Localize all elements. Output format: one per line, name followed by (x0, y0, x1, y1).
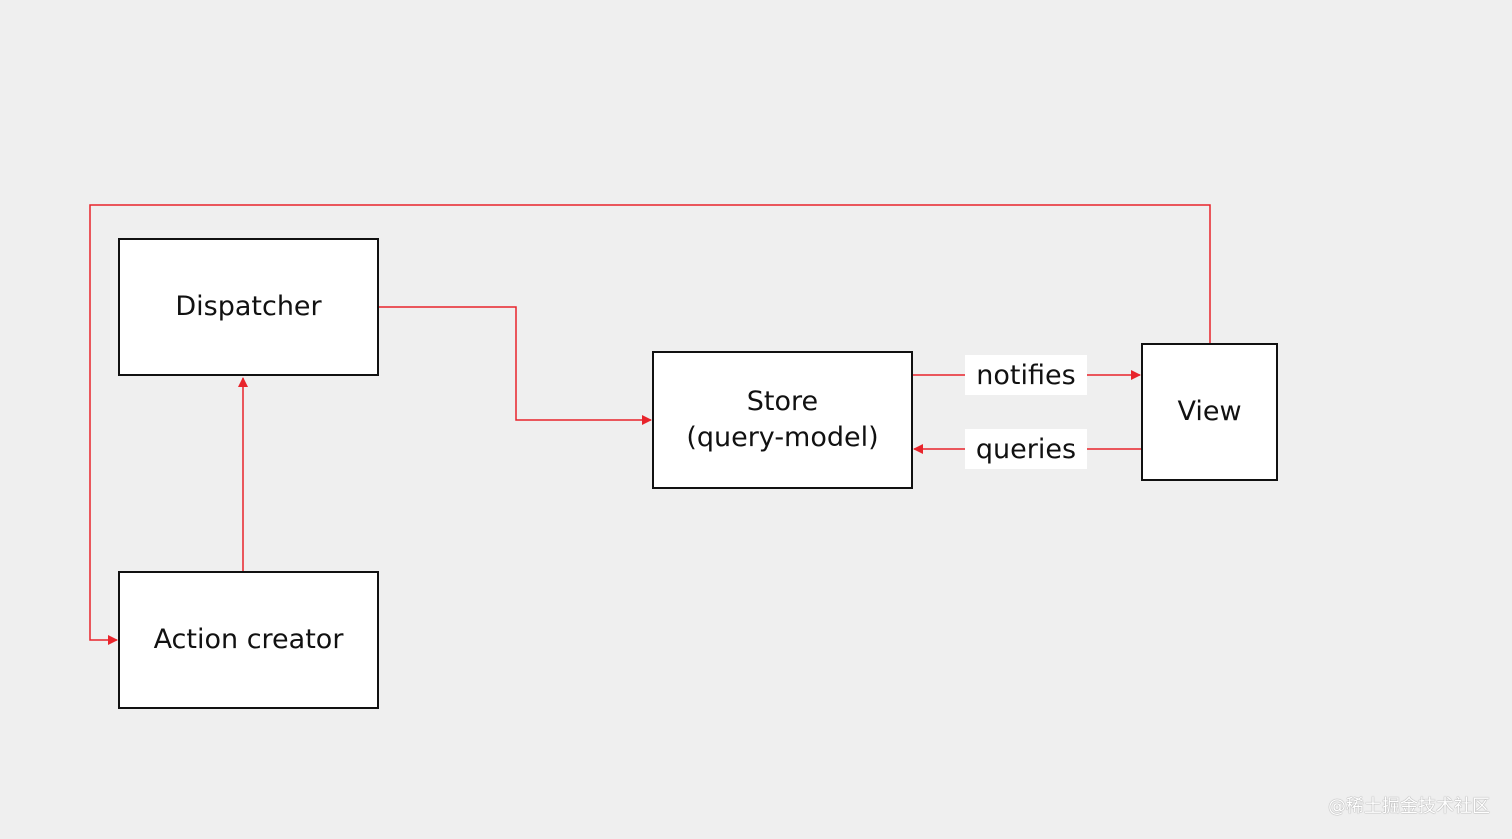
view-node: View (1141, 343, 1278, 481)
queries-label-text: queries (975, 433, 1077, 465)
edge-view-to-action-creator (89, 204, 1211, 645)
dispatcher-label: Dispatcher (175, 291, 322, 323)
action-creator-node: Action creator (118, 571, 379, 709)
dispatcher-node: Dispatcher (118, 238, 379, 376)
notifies-edge-label: notifies (965, 355, 1087, 395)
notifies-label-text: notifies (976, 359, 1076, 391)
edge-dispatcher-to-store (379, 306, 652, 425)
store-node: Store (query-model) (652, 351, 913, 489)
action-creator-label: Action creator (153, 624, 344, 656)
watermark: @稀土掘金技术社区 (1328, 796, 1490, 817)
view-label: View (1177, 396, 1242, 428)
queries-edge-label: queries (965, 429, 1087, 469)
store-label: Store (query-model) (686, 386, 879, 453)
